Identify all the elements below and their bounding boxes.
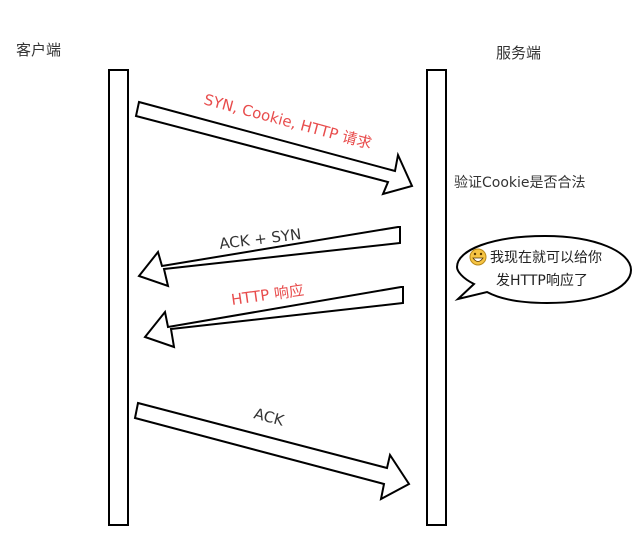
bubble-line-1: 我现在就可以给你	[490, 250, 602, 266]
server-lifeline	[426, 69, 447, 526]
msg-ack: ACK	[252, 404, 287, 430]
server-label: 服务端	[496, 44, 541, 62]
client-label: 客户端	[16, 41, 61, 59]
arrow-http-response	[143, 286, 404, 349]
speech-bubble	[454, 234, 633, 305]
arrow-ack-syn	[137, 226, 401, 288]
client-lifeline	[108, 69, 129, 526]
grinning-face-icon	[469, 248, 487, 266]
arrow-syn-cookie-request	[134, 100, 414, 196]
bubble-line-2: 发HTTP响应了	[496, 272, 588, 289]
arrow-ack	[133, 401, 411, 501]
server-note: 验证Cookie是否合法	[454, 175, 586, 191]
